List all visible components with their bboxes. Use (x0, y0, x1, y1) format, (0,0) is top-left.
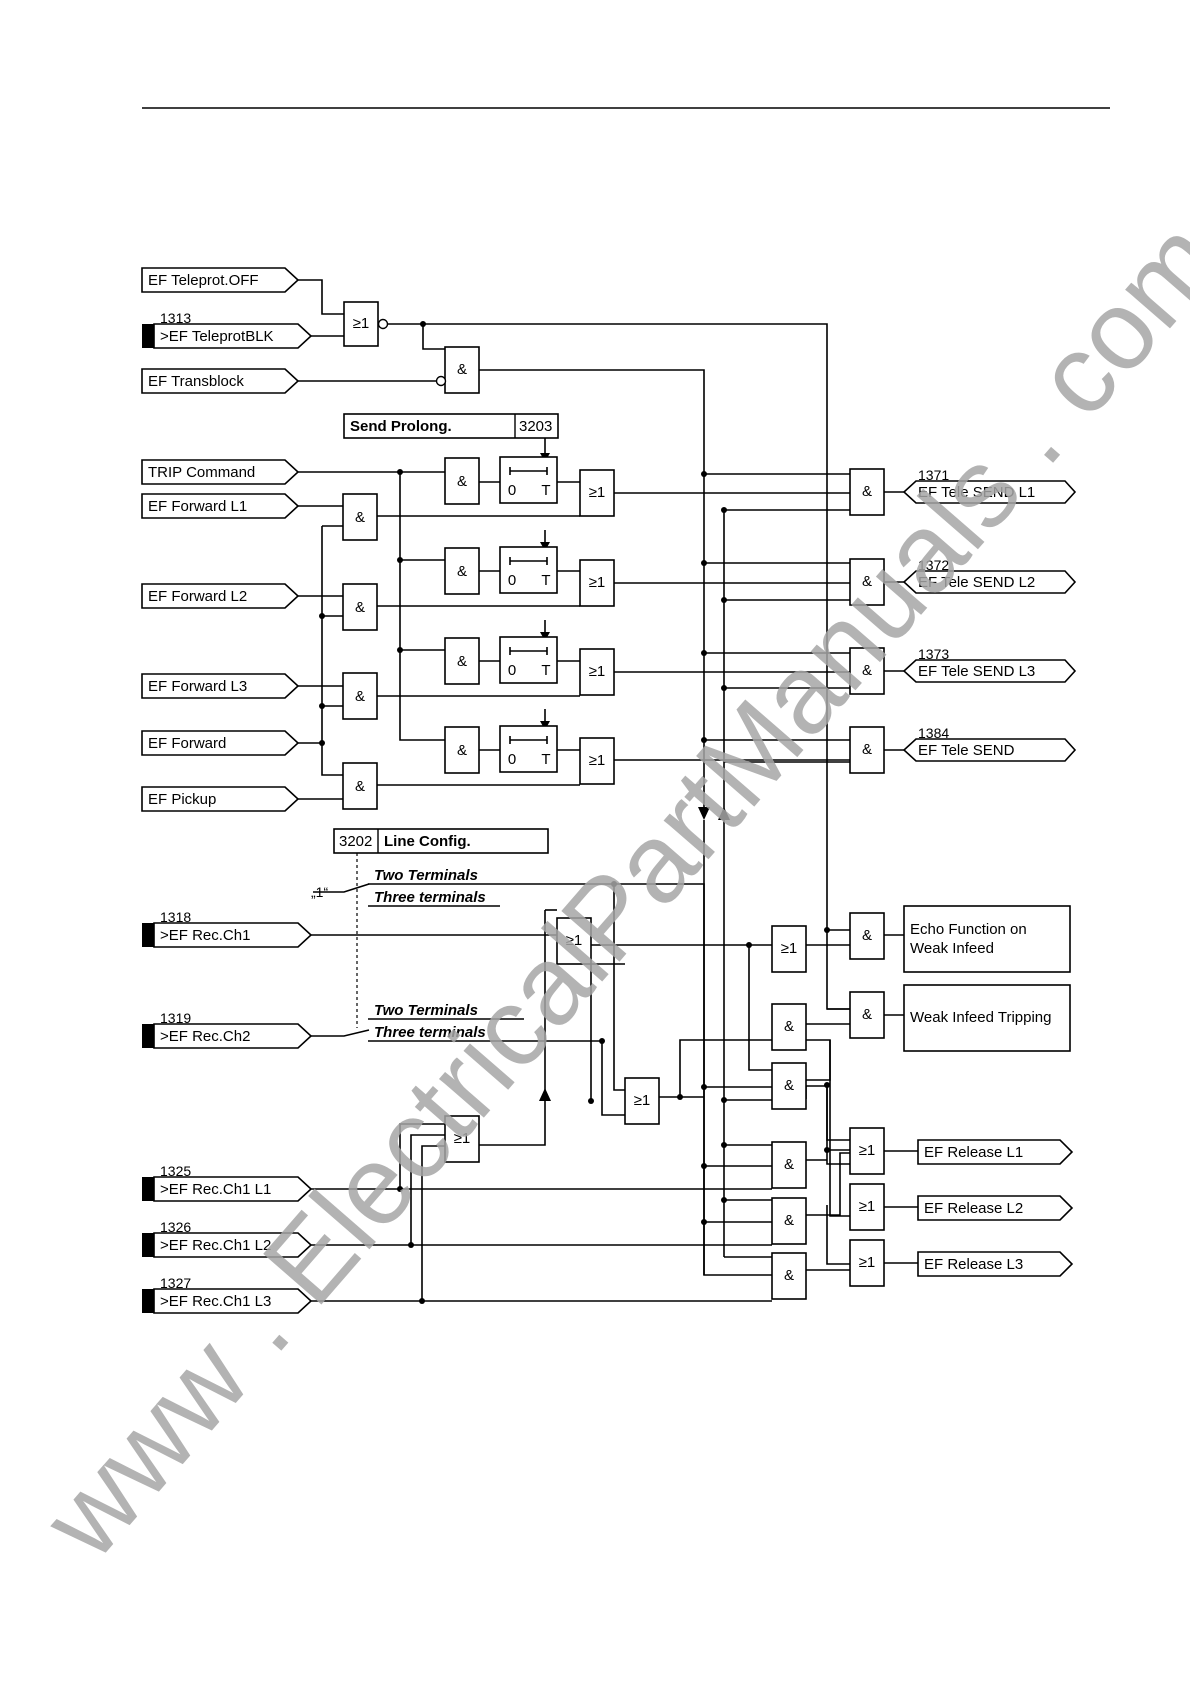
param-send-prolong: Send Prolong. (350, 418, 452, 435)
and-gate-row1: & (457, 473, 467, 490)
and-gate-row4: & (457, 742, 467, 759)
and-gate-row3: & (457, 653, 467, 670)
junctions (319, 321, 830, 1304)
timer-row1-t: T (541, 482, 550, 499)
and-gate-forward-l2: & (355, 599, 365, 616)
input-ef-rec-ch2: >EF Rec.Ch2 (160, 1028, 250, 1045)
input-ef-transblock: EF Transblock (148, 373, 244, 390)
num-1313: 1313 (160, 310, 191, 326)
input-trip-command: TRIP Command (148, 464, 255, 481)
and-gate-release-l1: & (784, 1156, 794, 1173)
output-release-l1: EF Release L1 (924, 1144, 1023, 1161)
and-gate-send-l2: & (862, 573, 872, 590)
input-ef-forward-l3: EF Forward L3 (148, 678, 247, 695)
input-ef-teleprot-off: EF Teleprot.OFF (148, 272, 259, 289)
input-signals: EF Teleprot.OFF 1313 >EF TeleprotBLK EF … (141, 267, 313, 1314)
input-ef-forward: EF Forward (148, 735, 226, 752)
option-two-terminals-2: Two Terminals (374, 1002, 478, 1019)
param-3202: 3202 (339, 833, 372, 850)
output-weak-infeed-tripping: Weak Infeed Tripping (910, 1009, 1051, 1026)
or-gate-rec: ≥1 (566, 932, 583, 949)
or-gate-row2: ≥1 (589, 574, 606, 591)
and-gate-release-l3: & (784, 1267, 794, 1284)
and-gate-row2: & (457, 563, 467, 580)
output-tele-send-l2: EF Tele SEND L2 (918, 574, 1035, 591)
num-1384: 1384 (918, 725, 949, 741)
output-tele-send-l3: EF Tele SEND L3 (918, 663, 1035, 680)
and-gate-rec-ch2: & (784, 1018, 794, 1035)
or-gate-release-l2: ≥1 (859, 1198, 876, 1215)
timer-row4-zero: 0 (508, 751, 516, 768)
option-two-terminals-1: Two Terminals (374, 867, 478, 884)
timer-row2-zero: 0 (508, 572, 516, 589)
or-gate-rec-l: ≥1 (454, 1130, 471, 1147)
num-1326: 1326 (160, 1219, 191, 1235)
input-ef-pickup: EF Pickup (148, 791, 216, 808)
wires (298, 279, 918, 1302)
input-ef-forward-l2: EF Forward L2 (148, 588, 247, 605)
parameters: Send Prolong. 3203 3202 Line Config. „1“… (311, 413, 559, 1041)
constant-one: „1“ (311, 884, 328, 900)
num-1325: 1325 (160, 1163, 191, 1179)
and-gate-pickup: & (355, 778, 365, 795)
input-ef-rec-ch1-l1: >EF Rec.Ch1 L1 (160, 1181, 271, 1198)
gates: ≥1 & & & & & & & & & 0 T 0 T 0 T (342, 301, 885, 1300)
timer-row4-t: T (541, 751, 550, 768)
and-gate-weak-infeed: & (862, 1006, 872, 1023)
and-gate-forward-l1: & (355, 509, 365, 526)
and-gate-mid: & (784, 1077, 794, 1094)
output-tele-send: EF Tele SEND (918, 742, 1015, 759)
input-ef-rec-ch1-l3: >EF Rec.Ch1 L3 (160, 1293, 271, 1310)
num-1373: 1373 (918, 646, 949, 662)
and-gate-transblock: & (457, 361, 467, 378)
param-3203: 3203 (519, 418, 552, 435)
output-release-l2: EF Release L2 (924, 1200, 1023, 1217)
or-gate-row3: ≥1 (589, 663, 606, 680)
or-gate-release-l1: ≥1 (859, 1142, 876, 1159)
num-1318: 1318 (160, 909, 191, 925)
num-1319: 1319 (160, 1010, 191, 1026)
input-ef-teleprotblk: >EF TeleprotBLK (160, 328, 274, 345)
and-gate-forward-l3: & (355, 688, 365, 705)
param-line-config: Line Config. (384, 833, 471, 850)
or-gate-three-terminals: ≥1 (634, 1092, 651, 1109)
and-gate-send-l3: & (862, 662, 872, 679)
num-1327: 1327 (160, 1275, 191, 1291)
output-tele-send-l1: EF Tele SEND L1 (918, 484, 1035, 501)
timer-row3-t: T (541, 662, 550, 679)
num-1371: 1371 (918, 467, 949, 483)
timer-row1-zero: 0 (508, 482, 516, 499)
input-ef-rec-ch1-l2: >EF Rec.Ch1 L2 (160, 1237, 271, 1254)
output-echo-line1: Echo Function on (910, 921, 1027, 938)
option-three-terminals-2: Three terminals (374, 1024, 486, 1041)
and-gate-send-l1: & (862, 483, 872, 500)
or-gate-echo: ≥1 (781, 940, 798, 957)
outputs: 1371 EF Tele SEND L1 1372 EF Tele SEND L… (902, 467, 1077, 1277)
or-gate-release-l3: ≥1 (859, 1254, 876, 1271)
and-gate-echo: & (862, 927, 872, 944)
or-gate-teleprot: ≥1 (353, 315, 370, 332)
or-gate-row4: ≥1 (589, 752, 606, 769)
output-release-l3: EF Release L3 (924, 1256, 1023, 1273)
timer-row2-t: T (541, 572, 550, 589)
num-1372: 1372 (918, 557, 949, 573)
option-three-terminals-1: Three terminals (374, 889, 486, 906)
input-ef-rec-ch1: >EF Rec.Ch1 (160, 927, 250, 944)
watermark: www . ElectricalPartManuals . com (18, 198, 1190, 1582)
timer-row3-zero: 0 (508, 662, 516, 679)
output-echo-line2: Weak Infeed (910, 940, 994, 957)
and-gate-release-l2: & (784, 1212, 794, 1229)
or-gate-row1: ≥1 (589, 484, 606, 501)
and-gate-send: & (862, 741, 872, 758)
input-ef-forward-l1: EF Forward L1 (148, 498, 247, 515)
